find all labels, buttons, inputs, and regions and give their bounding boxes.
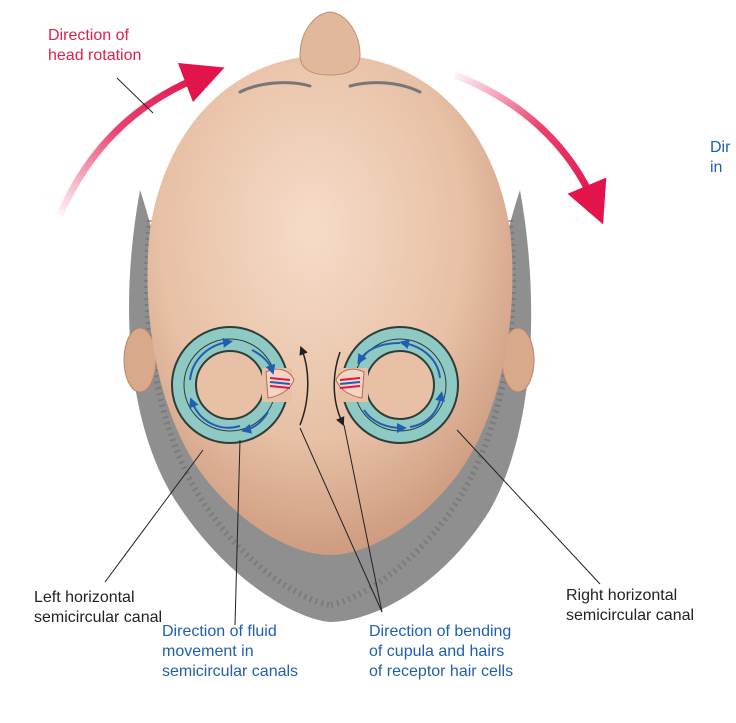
right-canal-label: Right horizontal semicircular canal (566, 586, 694, 626)
fluid-direction-label-cut: Dir in (710, 138, 730, 178)
fluid-movement-label: Direction of fluid movement in semicircu… (162, 622, 298, 682)
head-rotation-label: Direction of head rotation (48, 26, 141, 66)
left-ear (124, 328, 156, 392)
cupula-bending-label: Direction of bending of cupula and hairs… (369, 622, 513, 682)
nose (300, 12, 360, 75)
left-canal-label: Left horizontal semicircular canal (34, 588, 162, 628)
